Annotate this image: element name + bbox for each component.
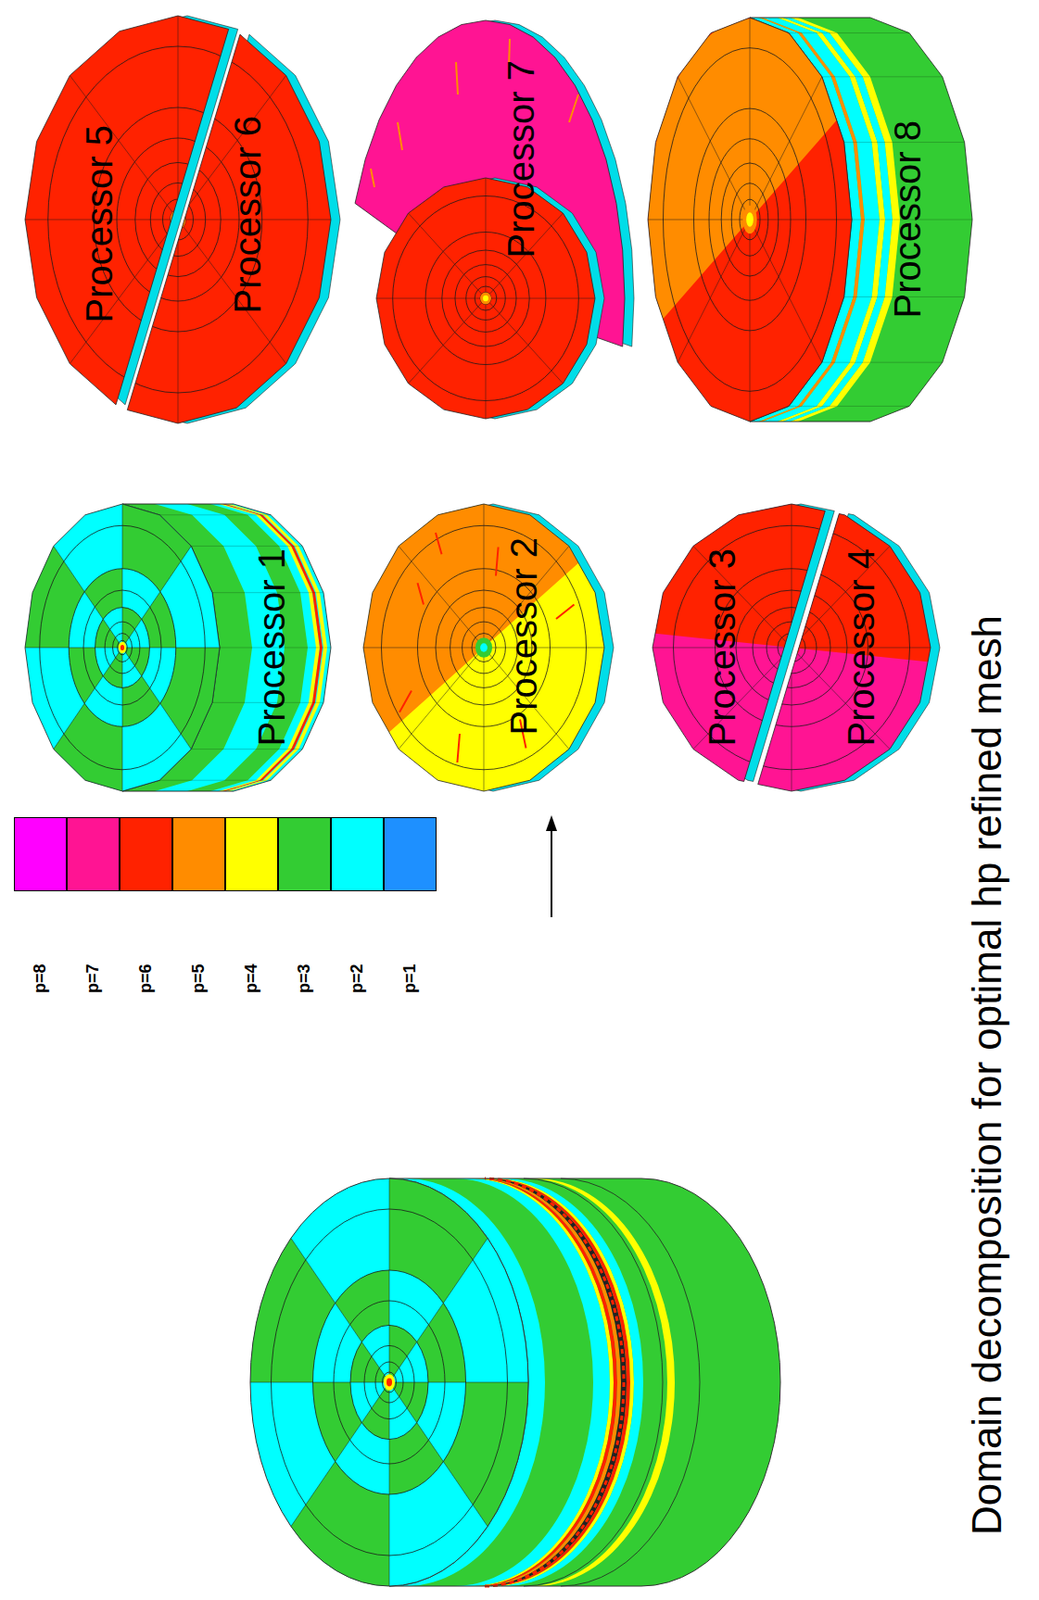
processor-subdomain: Processor 6 — [20, 11, 337, 429]
processor-subdomain: Processor 2 — [346, 499, 634, 797]
legend-row: p=1 — [383, 817, 437, 994]
processor-label: Processor 6 — [226, 115, 269, 314]
legend-row: p=5 — [172, 817, 226, 994]
legend-label: p=6 — [136, 891, 156, 994]
legend-label: p=3 — [294, 891, 315, 994]
legend-label: p=4 — [241, 891, 262, 994]
caption-area: Domain decomposition for optimal hp refi… — [963, 615, 1011, 1536]
processor-label: Processor 2 — [502, 537, 545, 735]
legend-swatch — [330, 817, 384, 892]
order-legend: p=8 p=7 p=6 p=5 p=4 p=3 p=2 p=1 — [13, 817, 437, 994]
legend-row: p=6 — [119, 817, 173, 994]
legend-row: p=7 — [66, 817, 120, 994]
subdomain-shape — [20, 11, 337, 429]
legend-swatch — [172, 817, 226, 892]
legend-swatch — [383, 817, 437, 892]
processor-subdomain: Processor 7 — [346, 11, 634, 429]
legend-row: p=3 — [278, 817, 331, 994]
figure-caption: Domain decomposition for optimal hp refi… — [963, 615, 1011, 1536]
legend-row: p=2 — [330, 817, 384, 994]
processor-label: Processor 5 — [77, 125, 121, 323]
subdomain-shape — [643, 499, 950, 797]
legend-swatch — [225, 817, 279, 892]
legend-label: p=7 — [83, 891, 103, 994]
legend-swatch — [13, 817, 67, 892]
legend-swatch — [278, 817, 331, 892]
processor-label: Processor 4 — [839, 548, 883, 747]
legend-row: p=4 — [225, 817, 279, 994]
subdomain-shape — [643, 11, 980, 429]
processor-subdomain: Processor 8 — [643, 11, 980, 429]
decomposition-arrow — [545, 815, 558, 918]
processor-label: Processor 1 — [250, 548, 293, 747]
legend-label: p=2 — [347, 891, 368, 994]
legend-label: p=5 — [189, 891, 209, 994]
processor-subdomain: Processor 4 — [643, 499, 950, 797]
processor-subdomain: Processor 1 — [20, 499, 337, 797]
legend-label: p=1 — [400, 891, 420, 994]
full-mesh-cylinder — [250, 1178, 781, 1587]
legend-swatch — [119, 817, 173, 892]
processor-label: Processor 7 — [499, 60, 543, 258]
legend-row: p=8 — [13, 817, 67, 994]
legend-swatch — [66, 817, 120, 892]
processor-label: Processor 3 — [700, 548, 744, 747]
legend-label: p=8 — [30, 891, 51, 994]
subdomain-shape — [346, 11, 634, 429]
processor-label: Processor 8 — [886, 120, 929, 318]
subdomain-shape — [346, 499, 634, 797]
